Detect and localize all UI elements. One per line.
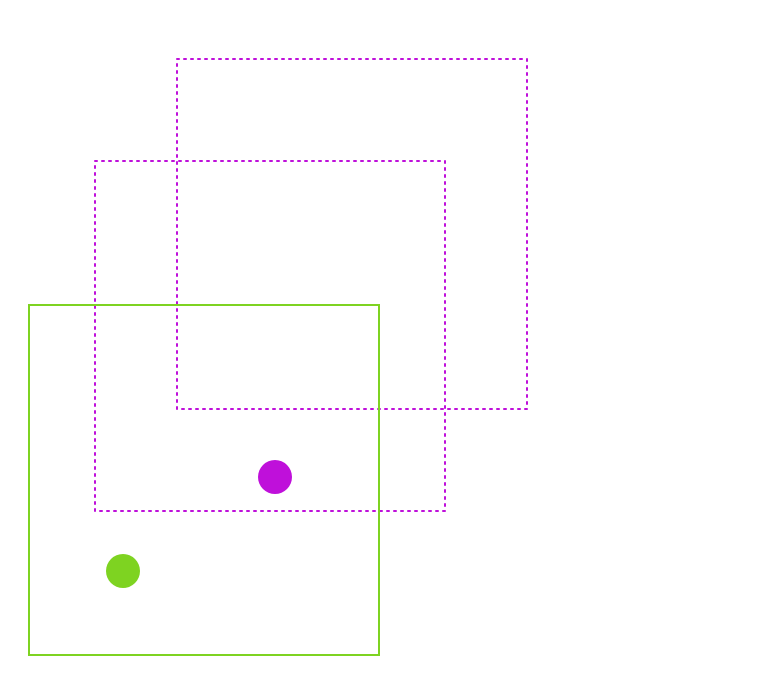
dotted-magenta-square-back [176,58,528,410]
solid-green-square [28,304,380,656]
magenta-dot [258,460,292,494]
green-dot [106,554,140,588]
dotted-magenta-square-front [94,160,446,512]
